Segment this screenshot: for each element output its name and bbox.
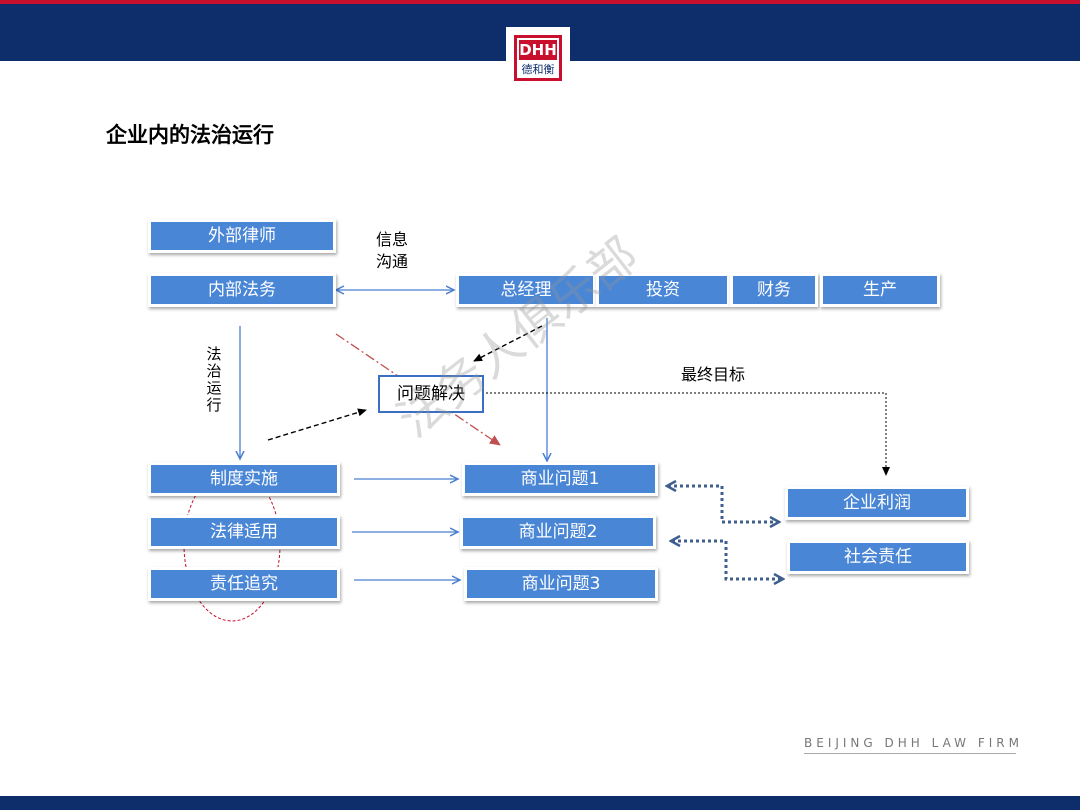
footer-underline: [804, 753, 1016, 754]
legal-to-solving-arrow: [267, 408, 367, 441]
node-investment: 投资: [596, 273, 730, 307]
top-accent-bar: [0, 0, 1080, 4]
node-system-implementation: 制度实施: [148, 462, 340, 496]
profit-connector: [668, 486, 778, 522]
logo-frame: DHH 德和衡: [514, 35, 562, 81]
node-production: 生产: [820, 273, 940, 307]
node-law-application: 法律适用: [148, 515, 340, 549]
node-corporate-profit: 企业利润: [785, 486, 969, 520]
node-business-issue-3: 商业问题3: [464, 567, 658, 601]
node-social-responsibility: 社会责任: [787, 540, 969, 574]
logo-text: DHH: [519, 40, 557, 60]
node-finance: 财务: [730, 273, 818, 307]
node-internal-legal: 内部法务: [148, 273, 336, 307]
responsibility-connector: [672, 541, 782, 579]
firm-logo: DHH 德和衡: [506, 27, 570, 85]
page-title: 企业内的法治运行: [106, 123, 274, 147]
footer-band: [0, 796, 1080, 810]
footer-firm-name: BEIJING DHH LAW FIRM: [804, 736, 1023, 750]
logo-subtext: 德和衡: [521, 63, 555, 76]
node-external-lawyer: 外部律师: [148, 219, 336, 253]
info-label-line2: 沟通: [376, 252, 409, 271]
rule-of-law-label: 法治运行: [206, 345, 222, 414]
node-general-manager: 总经理: [456, 273, 596, 307]
node-problem-solving: 问题解决: [378, 375, 484, 413]
info-label-line1: 信息: [376, 230, 409, 249]
goal-connector: [486, 392, 890, 476]
manager-to-solving-arrow: [473, 325, 543, 362]
final-goal-label: 最终目标: [681, 365, 746, 384]
node-liability: 责任追究: [148, 567, 340, 601]
node-business-issue-2: 商业问题2: [460, 515, 656, 549]
node-business-issue-1: 商业问题1: [462, 462, 658, 496]
